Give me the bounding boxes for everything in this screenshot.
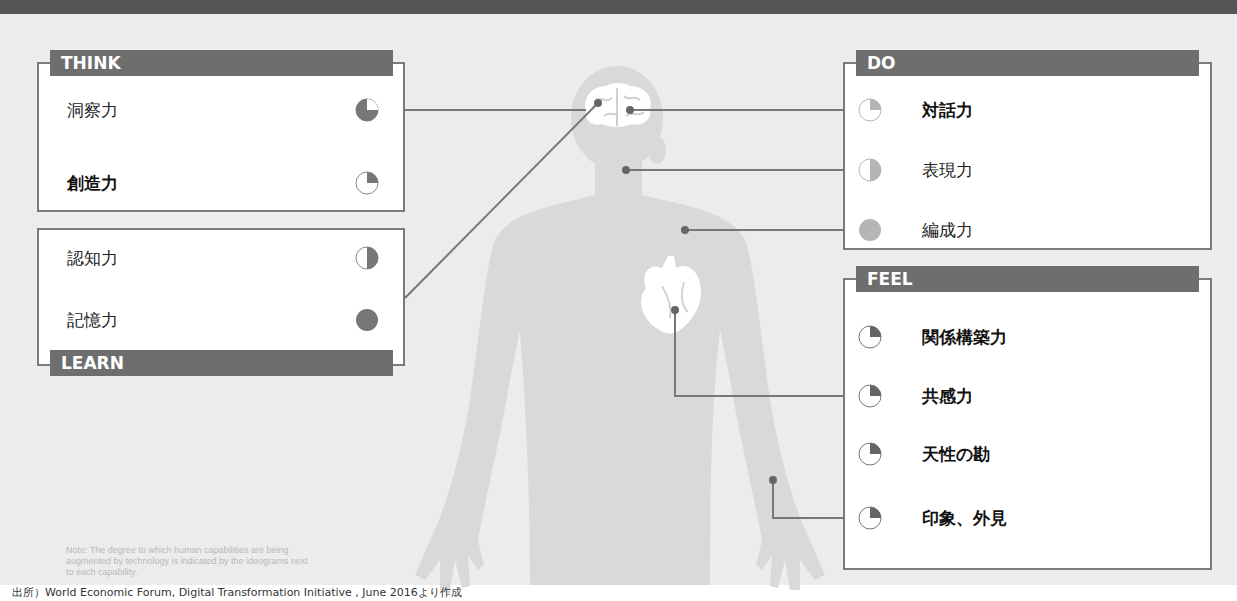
- brain-shape: [585, 83, 651, 127]
- leader-dots: [594, 99, 777, 484]
- category-box: THINK洞察力創造力: [37, 62, 405, 212]
- ear-silhouette: [648, 136, 666, 164]
- pie-icon: [859, 385, 881, 407]
- capability-label: 洞察力: [67, 98, 118, 122]
- pie-wedge: [870, 326, 881, 337]
- capability-label: 創造力: [67, 171, 118, 195]
- pie-icon: [859, 219, 881, 241]
- ideograms: [356, 99, 881, 529]
- capability-label: 関係構築力: [922, 325, 1007, 349]
- top-bar: [0, 0, 1237, 14]
- source-caption: 出所）World Economic Forum, Digital Transfo…: [12, 586, 462, 600]
- capability-label: 編成力: [922, 218, 973, 242]
- body-silhouette: [415, 160, 825, 590]
- leader-dot: [769, 476, 777, 484]
- capability-label: 印象、外見: [922, 506, 1007, 530]
- pie-icon: [356, 99, 378, 121]
- leader-dot: [622, 166, 630, 174]
- capability-label: 共感力: [922, 384, 973, 408]
- pie-icon: [356, 247, 378, 269]
- leader-line: [626, 169, 843, 171]
- pie-icon: [859, 99, 881, 121]
- pie-icon: [859, 159, 881, 181]
- pie-icon: [859, 326, 881, 348]
- pie-wedge: [870, 99, 881, 110]
- pie-wedge: [870, 507, 881, 518]
- leader-line: [405, 109, 586, 111]
- capability-label: 認知力: [67, 246, 118, 270]
- pie-wedge: [870, 385, 881, 396]
- leader-line: [773, 480, 843, 518]
- heart-shape: [641, 256, 701, 334]
- pie-wedge: [367, 247, 378, 269]
- pie-wedge: [367, 172, 378, 183]
- leader-line: [685, 229, 843, 231]
- leader-dot: [671, 306, 679, 314]
- capability-label: 表現力: [922, 158, 973, 182]
- category-band: DO: [856, 50, 1199, 76]
- category-box: FEEL関係構築力共感力天性の勘印象、外見: [843, 278, 1212, 570]
- capability-label: 天性の勘: [922, 442, 990, 466]
- capability-label: 対話力: [922, 98, 973, 122]
- pie-wedge: [870, 159, 881, 181]
- leader-line: [405, 103, 598, 298]
- pie-icon: [356, 172, 378, 194]
- heart-detail: [662, 282, 688, 318]
- capability-label: 記憶力: [67, 308, 118, 332]
- pie-icon: [859, 507, 881, 529]
- leader-dot: [626, 106, 634, 114]
- pie-wedge: [367, 99, 378, 110]
- category-box: DO対話力表現力編成力: [843, 62, 1212, 250]
- note-text: Note: The degree to which human capabili…: [66, 545, 311, 578]
- category-band: THINK: [50, 50, 393, 76]
- category-box: 認知力記憶力LEARN: [37, 228, 405, 366]
- leader-line: [630, 109, 843, 111]
- category-band: LEARN: [50, 350, 393, 376]
- leader-dot: [681, 226, 689, 234]
- leader-dot: [594, 99, 602, 107]
- pie-wedge: [870, 443, 881, 454]
- pie-icon: [356, 309, 378, 331]
- pie-icon: [859, 443, 881, 465]
- leader-line: [675, 310, 843, 396]
- brain-folds: [596, 88, 644, 126]
- leader-lines: [405, 103, 843, 518]
- category-band: FEEL: [856, 266, 1199, 292]
